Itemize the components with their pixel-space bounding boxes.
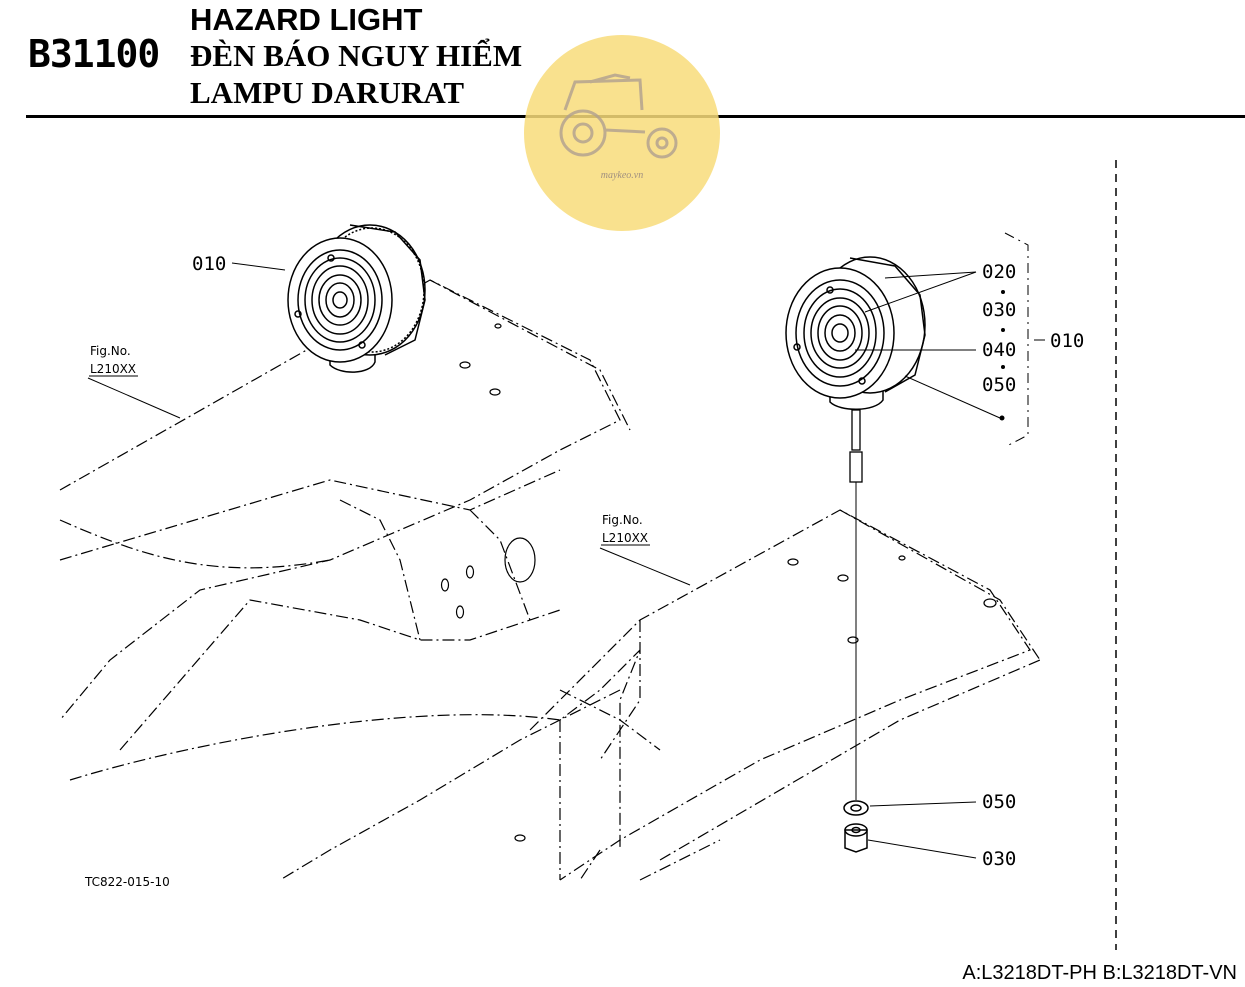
group-dots: [999, 290, 1005, 421]
left-hazard-lamp: [287, 224, 426, 373]
figref-left-line2: L210XX: [90, 362, 136, 376]
figref-left-line1: Fig.No.: [90, 344, 131, 358]
left-fender: [59, 279, 641, 881]
title-indonesian: LAMPU DARURAT: [190, 75, 465, 110]
title-english: HAZARD LIGHT: [190, 2, 423, 37]
figref-right-line2: L210XX: [602, 531, 648, 545]
hex-nut: [844, 823, 868, 853]
callout-washer: 050: [982, 791, 1016, 813]
leader-lines: [87, 232, 1045, 859]
washer: [843, 800, 869, 816]
right-fender: [529, 509, 1041, 881]
figref-right-line1: Fig.No.: [602, 513, 643, 527]
callout-030: 030: [982, 299, 1016, 321]
drawing-code: TC822-015-10: [84, 875, 170, 889]
right-fender-holes: [787, 555, 997, 644]
mounting-bolt: [849, 409, 863, 800]
watermark-logo: maykeo.vn: [524, 35, 720, 231]
callout-nut: 030: [982, 848, 1016, 870]
callout-left-lamp: 010: [192, 253, 226, 275]
left-fender-holes: [440, 323, 536, 842]
callout-020: 020: [982, 261, 1016, 283]
model-footer: A:L3218DT-PH B:L3218DT-VN: [962, 962, 1237, 984]
callout-group-total: 010: [1050, 330, 1084, 352]
watermark-text: maykeo.vn: [601, 170, 643, 181]
right-hazard-lamp: [785, 256, 926, 410]
title-vietnamese: ĐÈN BÁO NGUY HIỂM: [190, 38, 523, 73]
callout-040: 040: [982, 339, 1016, 361]
callout-050: 050: [982, 374, 1016, 396]
section-code: B31100: [28, 32, 160, 76]
